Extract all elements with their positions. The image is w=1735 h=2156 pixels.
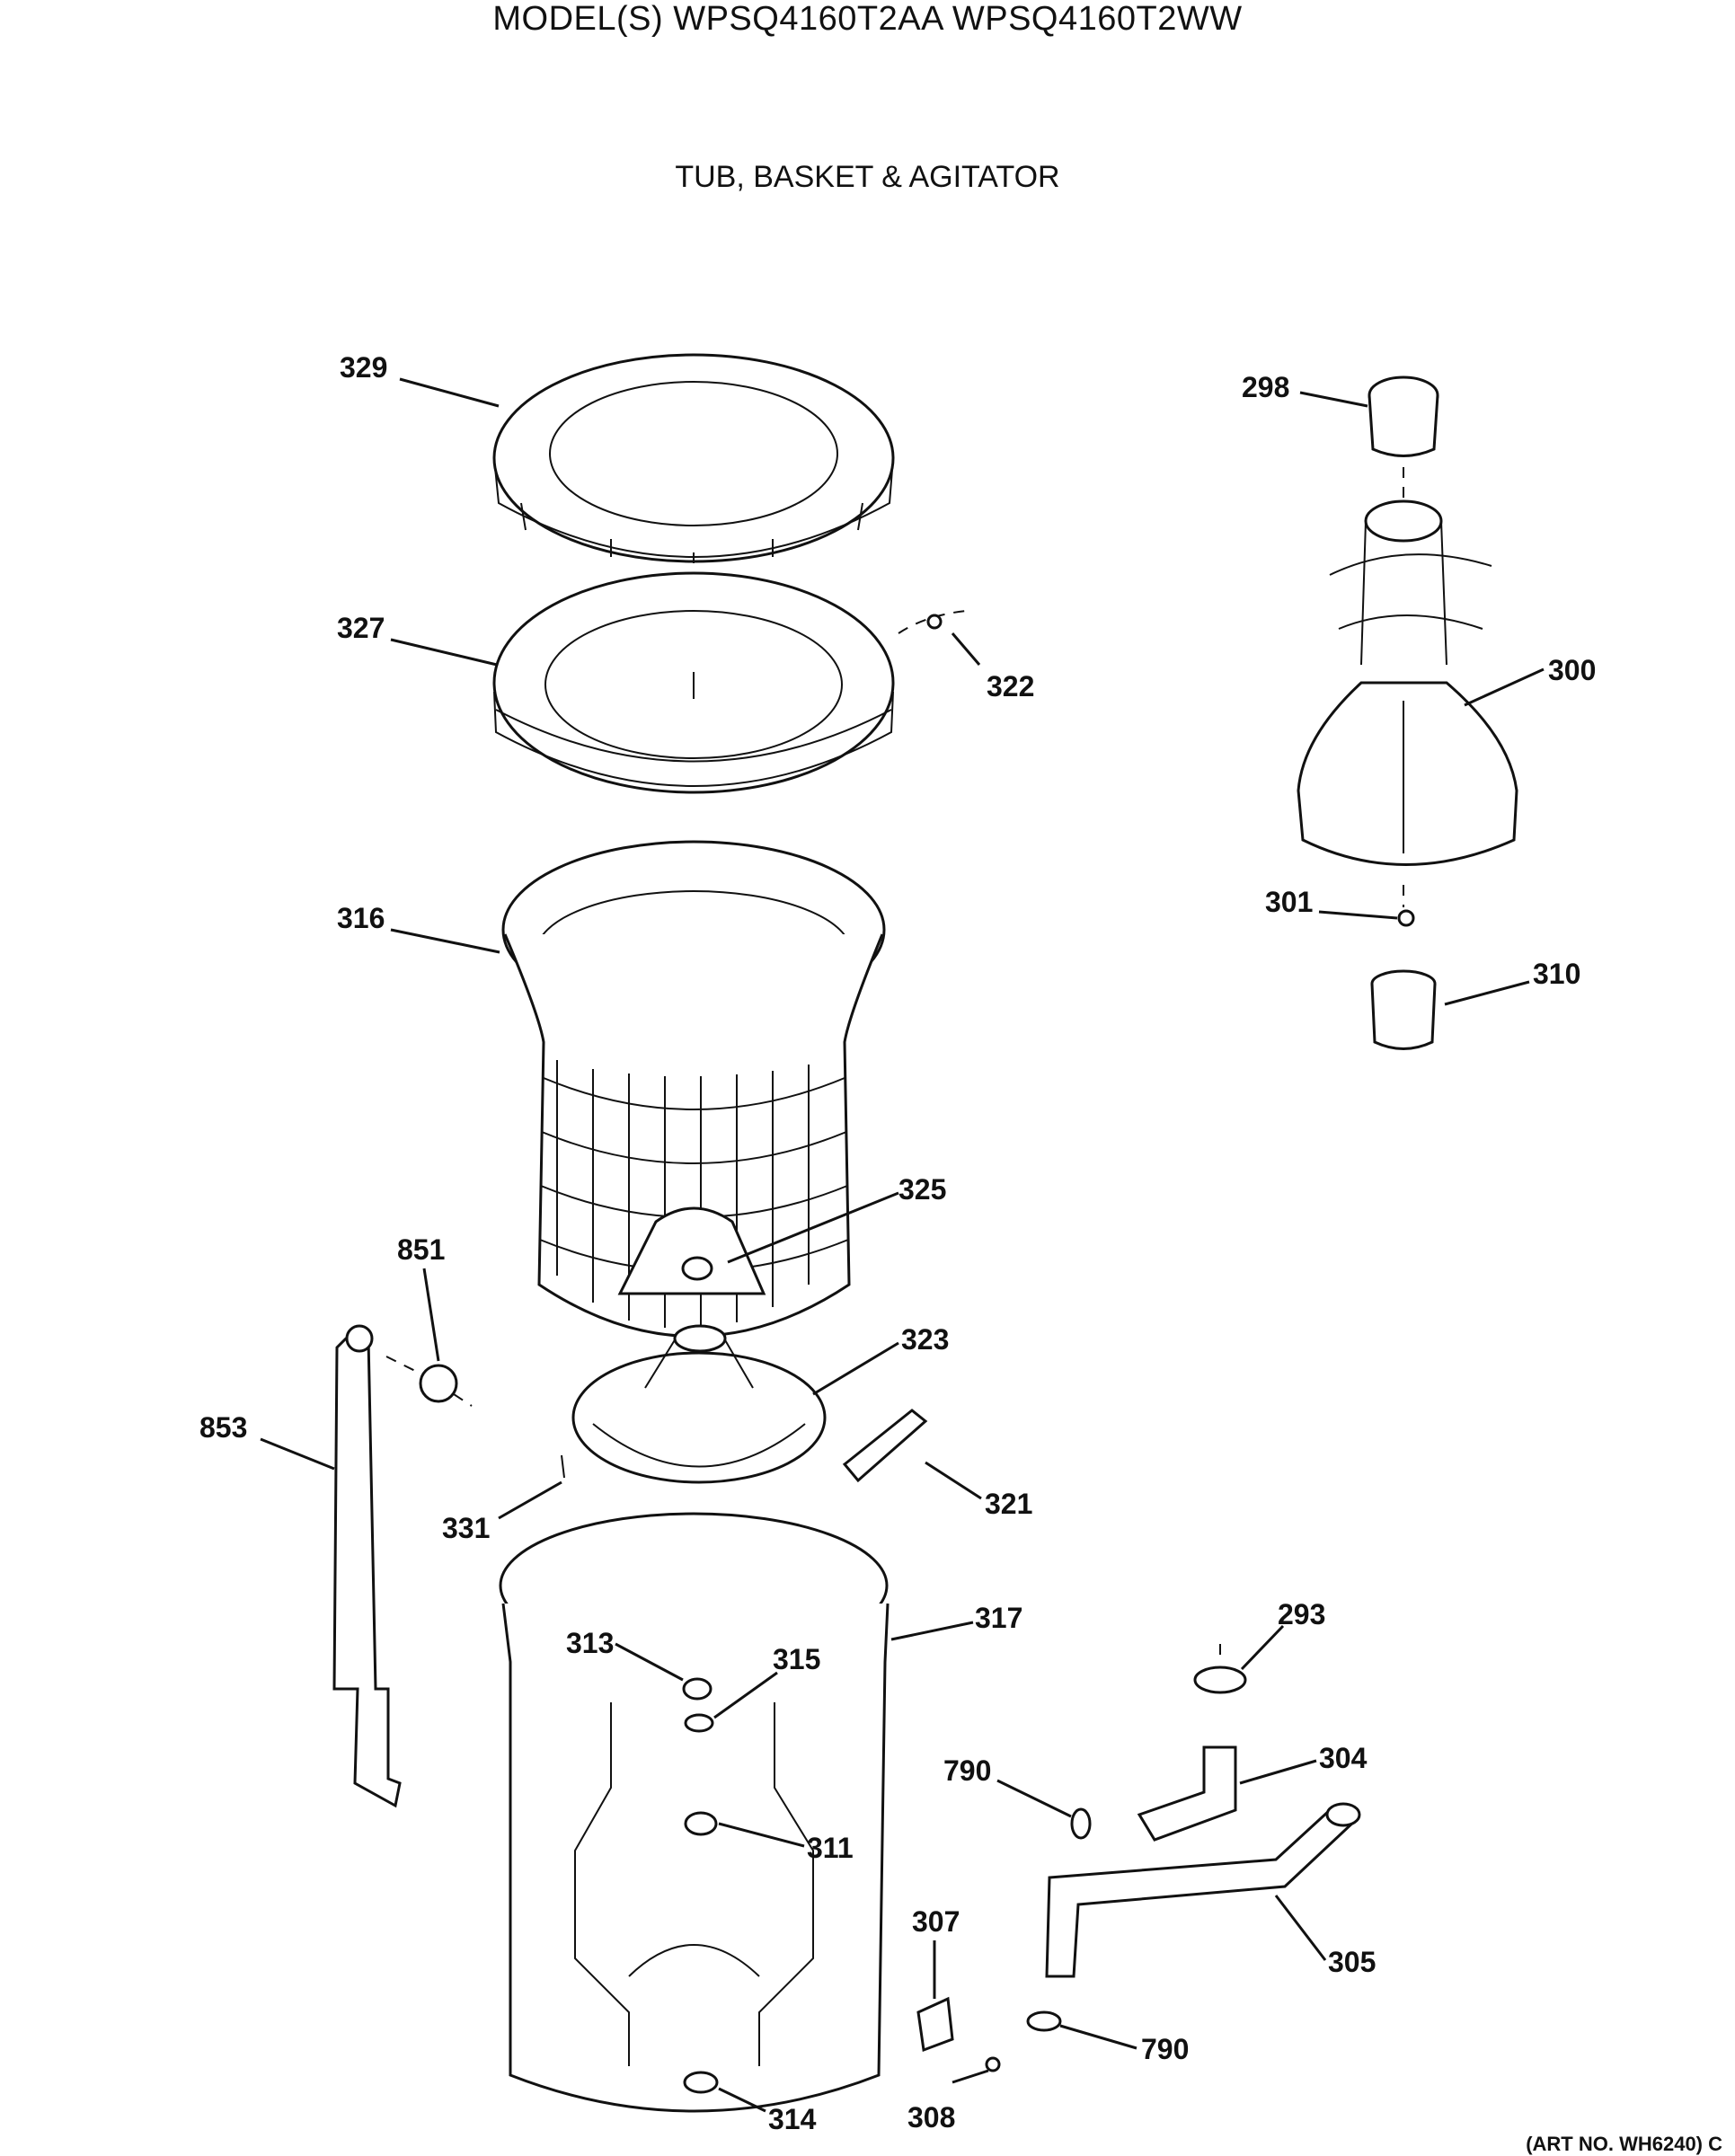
callout-308: 308 [907,2101,955,2134]
callout-300: 300 [1548,654,1596,686]
part-300-agitator [1297,499,1518,866]
callout-315: 315 [773,1643,820,1675]
part-321-filter [842,1409,928,1483]
art-number: (ART NO. WH6240) C [1526,2133,1722,2155]
callout-313: 313 [566,1627,614,1659]
part-307-bracket [916,1996,954,2053]
part-329-tub-cover [492,353,895,563]
part-331-clip [561,1454,565,1479]
part-311-nut [684,1811,718,1836]
part-310-dog [1370,969,1437,1050]
part-790-clip-lower [1026,2010,1062,2032]
part-325-nut [681,1256,713,1281]
leader-lines [260,377,1545,2113]
callout-329: 329 [340,351,387,384]
callout-298: 298 [1242,371,1289,403]
part-317-outer-tub [499,1512,890,2113]
part-851-knob [385,1356,473,1407]
part-327-balance-ring [492,571,895,794]
callout-323: 323 [901,1323,949,1356]
part-853-rod [332,1324,402,1808]
callout-790-lower: 790 [1141,2033,1189,2065]
callout-311: 311 [807,1832,854,1864]
part-301-screw [1397,909,1415,927]
part-308-screw [985,2056,1001,2072]
part-314-washer [683,2071,719,2094]
part-315-washer [684,1713,714,1733]
callout-790-upper: 790 [943,1754,991,1787]
callout-331: 331 [442,1512,490,1544]
callout-305: 305 [1328,1946,1376,1978]
callout-314: 314 [768,2103,817,2135]
callout-322: 322 [987,670,1034,702]
callout-853: 853 [199,1411,247,1444]
part-322-screw [898,610,967,634]
callout-310: 310 [1533,958,1580,990]
part-313-nut [682,1677,713,1701]
part-293-clamp [1193,1666,1247,1694]
callout-316: 316 [337,902,385,934]
callout-301: 301 [1265,886,1313,918]
callout-307: 307 [912,1905,960,1938]
callout-317: 317 [975,1602,1022,1634]
part-790-clip-upper [1070,1807,1092,1840]
callout-321: 321 [985,1488,1032,1520]
callout-327: 327 [337,612,385,644]
diagram-subtitle: TUB, BASKET & AGITATOR [675,160,1060,194]
callout-851: 851 [397,1233,445,1266]
callout-325: 325 [898,1173,946,1206]
part-316-basket [501,840,886,1338]
part-298-cap [1368,376,1439,457]
callout-293: 293 [1278,1598,1325,1630]
page-title: MODEL(S) WPSQ4160T2AA WPSQ4160T2WW [492,0,1243,38]
part-304-hose [1137,1745,1237,1842]
part-305-drain-hose [1045,1802,1361,1978]
callout-304: 304 [1319,1742,1368,1774]
part-323-hub [571,1324,827,1484]
